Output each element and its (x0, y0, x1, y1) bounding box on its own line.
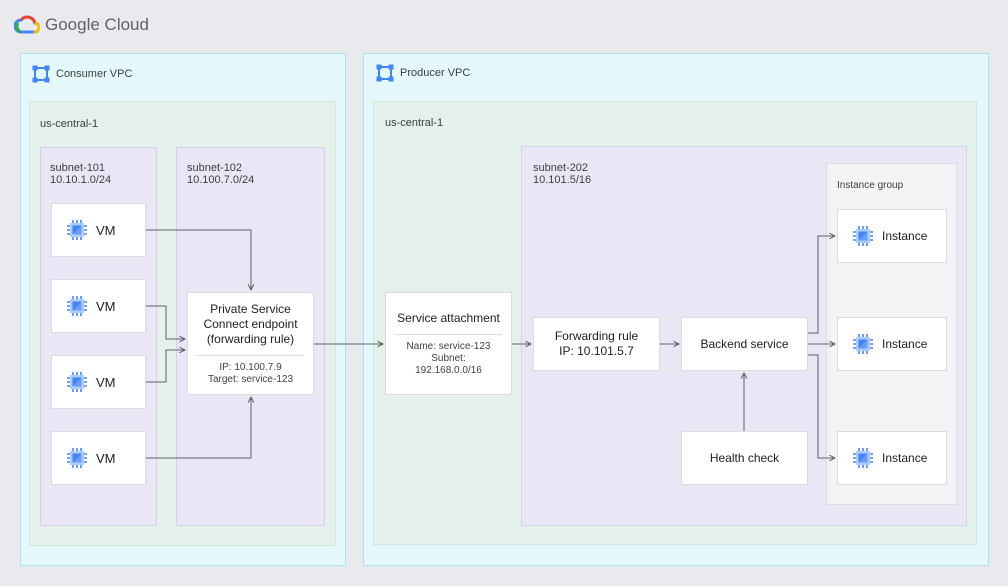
compute-engine-icon (852, 333, 874, 355)
forwarding-rule-title: Forwarding rule (554, 329, 639, 343)
service-attachment[interactable]: Service attachment Name: service-123 Sub… (385, 292, 512, 395)
subnet-102-name: subnet-102 (187, 162, 243, 174)
vm-node[interactable]: VM (51, 203, 146, 257)
producer-vpc-header: Producer VPC (376, 64, 470, 82)
subnet-101-name: subnet-101 (50, 162, 106, 174)
connector-vm1-endpoint (146, 229, 251, 290)
brand-name: Google Cloud (45, 15, 149, 34)
compute-engine-icon (66, 371, 88, 393)
connector-vm2-endpoint (146, 305, 185, 339)
compute-engine-icon (852, 447, 874, 469)
cloud-logo-icon (14, 15, 40, 34)
instance-group-label: Instance group (837, 180, 904, 191)
connector-backend-instance3 (808, 354, 835, 458)
forwarding-rule-ip: IP: 10.101.5.7 (559, 344, 634, 358)
divider (394, 333, 503, 335)
producer-vpc-label: Producer VPC (400, 66, 471, 79)
psc-endpoint-ip: IP: 10.100.7.9 (219, 361, 282, 373)
instance-label: Instance (882, 450, 928, 465)
instance-node[interactable]: Instance (837, 209, 947, 263)
vpc-icon (32, 65, 50, 83)
connector-vm4-endpoint (146, 397, 251, 459)
connector-backend-instance1 (808, 236, 835, 334)
instance-node[interactable]: Instance (837, 431, 947, 485)
service-attachment-name: Name: service-123 (406, 340, 491, 352)
vm-node[interactable]: VM (51, 431, 146, 485)
consumer-region-label: us-central-1 (40, 118, 99, 130)
vpc-icon (376, 64, 394, 82)
compute-engine-icon (852, 225, 874, 247)
instance-node[interactable]: Instance (837, 317, 947, 371)
instance-label: Instance (882, 228, 928, 243)
vm-label: VM (96, 374, 116, 390)
backend-service[interactable]: Backend service (681, 317, 808, 371)
connector-vm3-endpoint (146, 350, 185, 383)
vm-node[interactable]: VM (51, 279, 146, 333)
google-cloud-logo: Google Cloud (14, 13, 149, 37)
compute-engine-icon (66, 219, 88, 241)
divider (196, 354, 305, 356)
compute-engine-icon (66, 447, 88, 469)
service-attachment-subnet-cidr: 192.168.0.0/16 (415, 364, 482, 376)
vm-node[interactable]: VM (51, 355, 146, 409)
subnet-102-cidr: 10.100.7.0/24 (187, 174, 255, 186)
compute-engine-icon (66, 295, 88, 317)
consumer-vpc-header: Consumer VPC (32, 65, 132, 83)
psc-endpoint-target: Target: service-123 (207, 373, 294, 385)
psc-endpoint-title-line: (forwarding rule) (206, 331, 295, 346)
psc-endpoint-title-line: Connect endpoint (203, 316, 298, 331)
forwarding-rule[interactable]: Forwarding rule IP: 10.101.5.7 (533, 317, 660, 371)
psc-endpoint[interactable]: Private Service Connect endpoint (forwar… (187, 292, 314, 395)
health-check-title: Health check (709, 450, 780, 465)
subnet-202-name: subnet-202 (533, 162, 589, 174)
backend-service-title: Backend service (700, 336, 789, 351)
subnet-101-cidr: 10.10.1.0/24 (50, 174, 112, 186)
instance-label: Instance (882, 336, 928, 351)
consumer-vpc-label: Consumer VPC (56, 67, 133, 80)
subnet-202-cidr: 10.101.5/16 (533, 174, 592, 186)
psc-endpoint-title-line: Private Service (210, 301, 291, 316)
vm-label: VM (96, 450, 116, 466)
producer-region-label: us-central-1 (385, 117, 444, 129)
health-check[interactable]: Health check (681, 431, 808, 485)
service-attachment-title: Service attachment (397, 310, 500, 325)
vm-label: VM (96, 298, 116, 314)
service-attachment-subnet-label: Subnet: (431, 352, 466, 364)
vm-label: VM (96, 222, 116, 238)
